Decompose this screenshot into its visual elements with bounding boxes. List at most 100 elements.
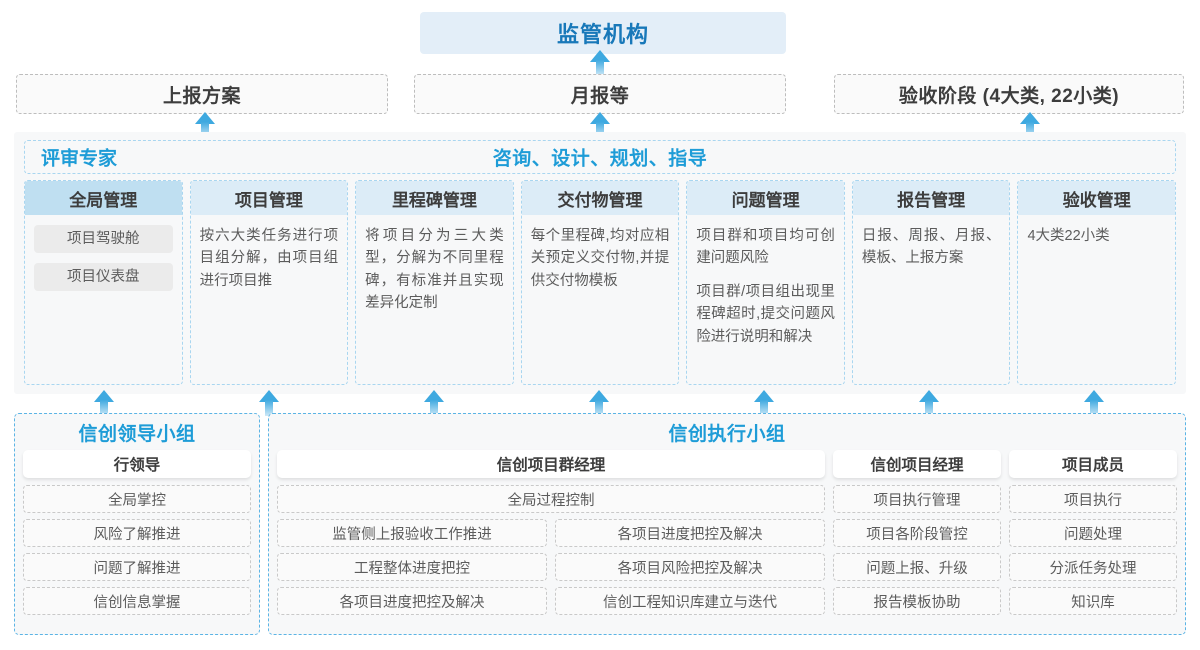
task-label: 全局掌控 (108, 492, 166, 509)
column-global-management[interactable]: 全局管理 项目驾驶舱 项目仪表盘 (24, 180, 183, 385)
role-label: 信创项目经理 (870, 457, 964, 474)
regulator-label: 监管机构 (556, 22, 649, 47)
group-leadership: 信创领导小组 行领导 全局掌控 风险了解推进 问题了解推进 信创信息掌握 (14, 413, 260, 635)
pill-item[interactable]: 项目驾驶舱 (34, 225, 173, 253)
column-report-management[interactable]: 报告管理 日报、周报、月报、模板、上报方案 (851, 180, 1011, 385)
column-body: 4大类22小类 (1018, 215, 1175, 384)
column-header-label: 验收管理 (1062, 190, 1131, 210)
task-label: 问题了解推进 (93, 560, 181, 577)
column-paragraph: 4大类22小类 (1027, 228, 1110, 244)
column-paragraph: 项目群和项目均可创建问题风险 (696, 228, 835, 267)
column-deliverable-management[interactable]: 交付物管理 每个里程碑,均对应相关预定义交付物,并提供交付物模板 (520, 180, 680, 385)
task-label: 问题处理 (1064, 526, 1122, 543)
role-project-member[interactable]: 项目成员 (1009, 450, 1177, 478)
role-bank-leader[interactable]: 行领导 (23, 450, 251, 478)
column-paragraph: 日报、周报、月报、模板、上报方案 (861, 228, 1001, 267)
task-label: 监管侧上报验收工作推进 (332, 526, 492, 543)
task-label: 全局过程控制 (507, 492, 595, 509)
report-box-plan[interactable]: 上报方案 (16, 74, 388, 114)
column-body: 项目驾驶舱 项目仪表盘 (25, 215, 182, 384)
column-paragraph: 每个里程碑,均对应相关预定义交付物,并提供交付物模板 (530, 228, 670, 289)
column-header-label: 里程碑管理 (391, 190, 477, 210)
task-item[interactable]: 项目各阶段管控 (833, 519, 1001, 547)
task-item[interactable]: 监管侧上报验收工作推进 (277, 519, 547, 547)
program-manager-tasks-left: 监管侧上报验收工作推进 工程整体进度把控 各项目进度把控及解决 (277, 519, 547, 615)
role-column-project-manager: 信创项目经理 项目执行管理 项目各阶段管控 问题上报、升级 报告模板协助 (833, 450, 1001, 625)
task-item[interactable]: 全局掌控 (23, 485, 251, 513)
task-label: 风险了解推进 (93, 526, 181, 543)
group-execution-title: 信创执行小组 (668, 424, 786, 445)
program-manager-task-grid: 监管侧上报验收工作推进 工程整体进度把控 各项目进度把控及解决 各项目进度把控及… (277, 519, 825, 615)
column-header-label: 问题管理 (731, 190, 800, 210)
task-item-full[interactable]: 全局过程控制 (277, 485, 825, 513)
task-item[interactable]: 信创工程知识库建立与迭代 (555, 587, 825, 615)
task-item[interactable]: 知识库 (1009, 587, 1177, 615)
role-project-manager[interactable]: 信创项目经理 (833, 450, 1001, 478)
column-header: 交付物管理 (521, 181, 679, 215)
task-item[interactable]: 工程整体进度把控 (277, 553, 547, 581)
task-item[interactable]: 问题处理 (1009, 519, 1177, 547)
report-box-monthly[interactable]: 月报等 (414, 74, 786, 114)
program-manager-tasks-right: 各项目进度把控及解决 各项目风险把控及解决 信创工程知识库建立与迭代 (555, 519, 825, 615)
role-column-program-manager: 信创项目群经理 全局过程控制 监管侧上报验收工作推进 工程整体进度把控 各项目进… (277, 450, 825, 625)
task-label: 各项目进度把控及解决 (339, 594, 485, 611)
column-milestone-management[interactable]: 里程碑管理 将项目分为三大类型，分解为不同里程碑，有标准并且实现差异化定制 (355, 180, 514, 385)
report-box-monthly-label: 月报等 (570, 85, 630, 107)
report-box-acceptance-label: 验收阶段 (4大类, 22小类) (898, 85, 1120, 107)
column-paragraph: 按六大类任务进行项目组分解，由项目组进行项目推 (199, 228, 339, 289)
task-label: 各项目进度把控及解决 (617, 526, 763, 543)
task-item[interactable]: 各项目进度把控及解决 (555, 519, 825, 547)
task-label: 项目执行管理 (873, 492, 961, 509)
review-expert-label: 评审专家 (41, 148, 118, 170)
task-label: 各项目风险把控及解决 (617, 560, 763, 577)
regulator-box: 监管机构 (420, 12, 786, 54)
column-body: 将项目分为三大类型，分解为不同里程碑，有标准并且实现差异化定制 (356, 215, 513, 384)
column-body: 项目群和项目均可创建问题风险 项目群/项目组出现里程碑超时,提交问题风险进行说明… (687, 215, 844, 384)
task-item[interactable]: 项目执行 (1009, 485, 1177, 513)
pill-item[interactable]: 项目仪表盘 (34, 263, 173, 291)
task-label: 报告模板协助 (873, 594, 961, 611)
role-label: 信创项目群经理 (496, 457, 606, 474)
group-execution: 信创执行小组 信创项目群经理 全局过程控制 监管侧上报验收工作推进 工程整体进度… (268, 413, 1186, 635)
management-columns: 全局管理 项目驾驶舱 项目仪表盘 项目管理 按六大类任务进行项目组分解，由项目组… (24, 180, 1177, 385)
role-label: 项目成员 (1061, 457, 1124, 474)
column-header: 问题管理 (687, 181, 844, 215)
report-box-acceptance[interactable]: 验收阶段 (4大类, 22小类) (834, 74, 1184, 114)
platform-header-bar: 评审专家 咨询、设计、规划、指导 (24, 140, 1176, 174)
column-paragraph: 项目群/项目组出现里程碑超时,提交问题风险进行说明和解决 (696, 283, 835, 345)
task-item[interactable]: 项目执行管理 (833, 485, 1001, 513)
role-column-member: 项目成员 项目执行 问题处理 分派任务处理 知识库 (1009, 450, 1177, 625)
task-item[interactable]: 报告模板协助 (833, 587, 1001, 615)
column-header: 项目管理 (190, 181, 348, 215)
pill-label: 项目驾驶舱 (67, 230, 140, 247)
column-header: 里程碑管理 (356, 181, 513, 215)
org-groups: 信创领导小组 行领导 全局掌控 风险了解推进 问题了解推进 信创信息掌握 信创执… (14, 413, 1186, 635)
column-header-label: 项目管理 (234, 190, 303, 210)
task-item[interactable]: 各项目进度把控及解决 (277, 587, 547, 615)
task-item[interactable]: 分派任务处理 (1009, 553, 1177, 581)
column-body: 日报、周报、月报、模板、上报方案 (853, 215, 1010, 384)
task-label: 信创工程知识库建立与迭代 (603, 594, 777, 611)
task-label: 分派任务处理 (1049, 560, 1137, 577)
group-leadership-title: 信创领导小组 (78, 424, 196, 445)
column-acceptance-management[interactable]: 验收管理 4大类22小类 (1017, 180, 1177, 385)
column-project-management[interactable]: 项目管理 按六大类任务进行项目组分解，由项目组进行项目推 (189, 180, 349, 385)
consulting-label: 咨询、设计、规划、指导 (492, 148, 708, 170)
column-issue-management[interactable]: 问题管理 项目群和项目均可创建问题风险 项目群/项目组出现里程碑超时,提交问题风… (686, 180, 845, 385)
task-item[interactable]: 问题了解推进 (23, 553, 251, 581)
task-item[interactable]: 问题上报、升级 (833, 553, 1001, 581)
task-item[interactable]: 风险了解推进 (23, 519, 251, 547)
column-header-label: 交付物管理 (557, 190, 643, 210)
task-item[interactable]: 各项目风险把控及解决 (555, 553, 825, 581)
role-label: 行领导 (113, 457, 161, 474)
role-program-manager[interactable]: 信创项目群经理 (277, 450, 825, 478)
task-item[interactable]: 信创信息掌握 (23, 587, 251, 615)
task-label: 项目执行 (1064, 492, 1122, 509)
column-header: 全局管理 (25, 181, 182, 215)
pill-label: 项目仪表盘 (67, 268, 140, 285)
execution-roles: 信创项目群经理 全局过程控制 监管侧上报验收工作推进 工程整体进度把控 各项目进… (277, 450, 1177, 625)
column-body: 每个里程碑,均对应相关预定义交付物,并提供交付物模板 (522, 215, 679, 384)
task-label: 知识库 (1071, 594, 1115, 611)
task-label: 项目各阶段管控 (866, 526, 968, 543)
column-header-label: 报告管理 (897, 190, 966, 210)
